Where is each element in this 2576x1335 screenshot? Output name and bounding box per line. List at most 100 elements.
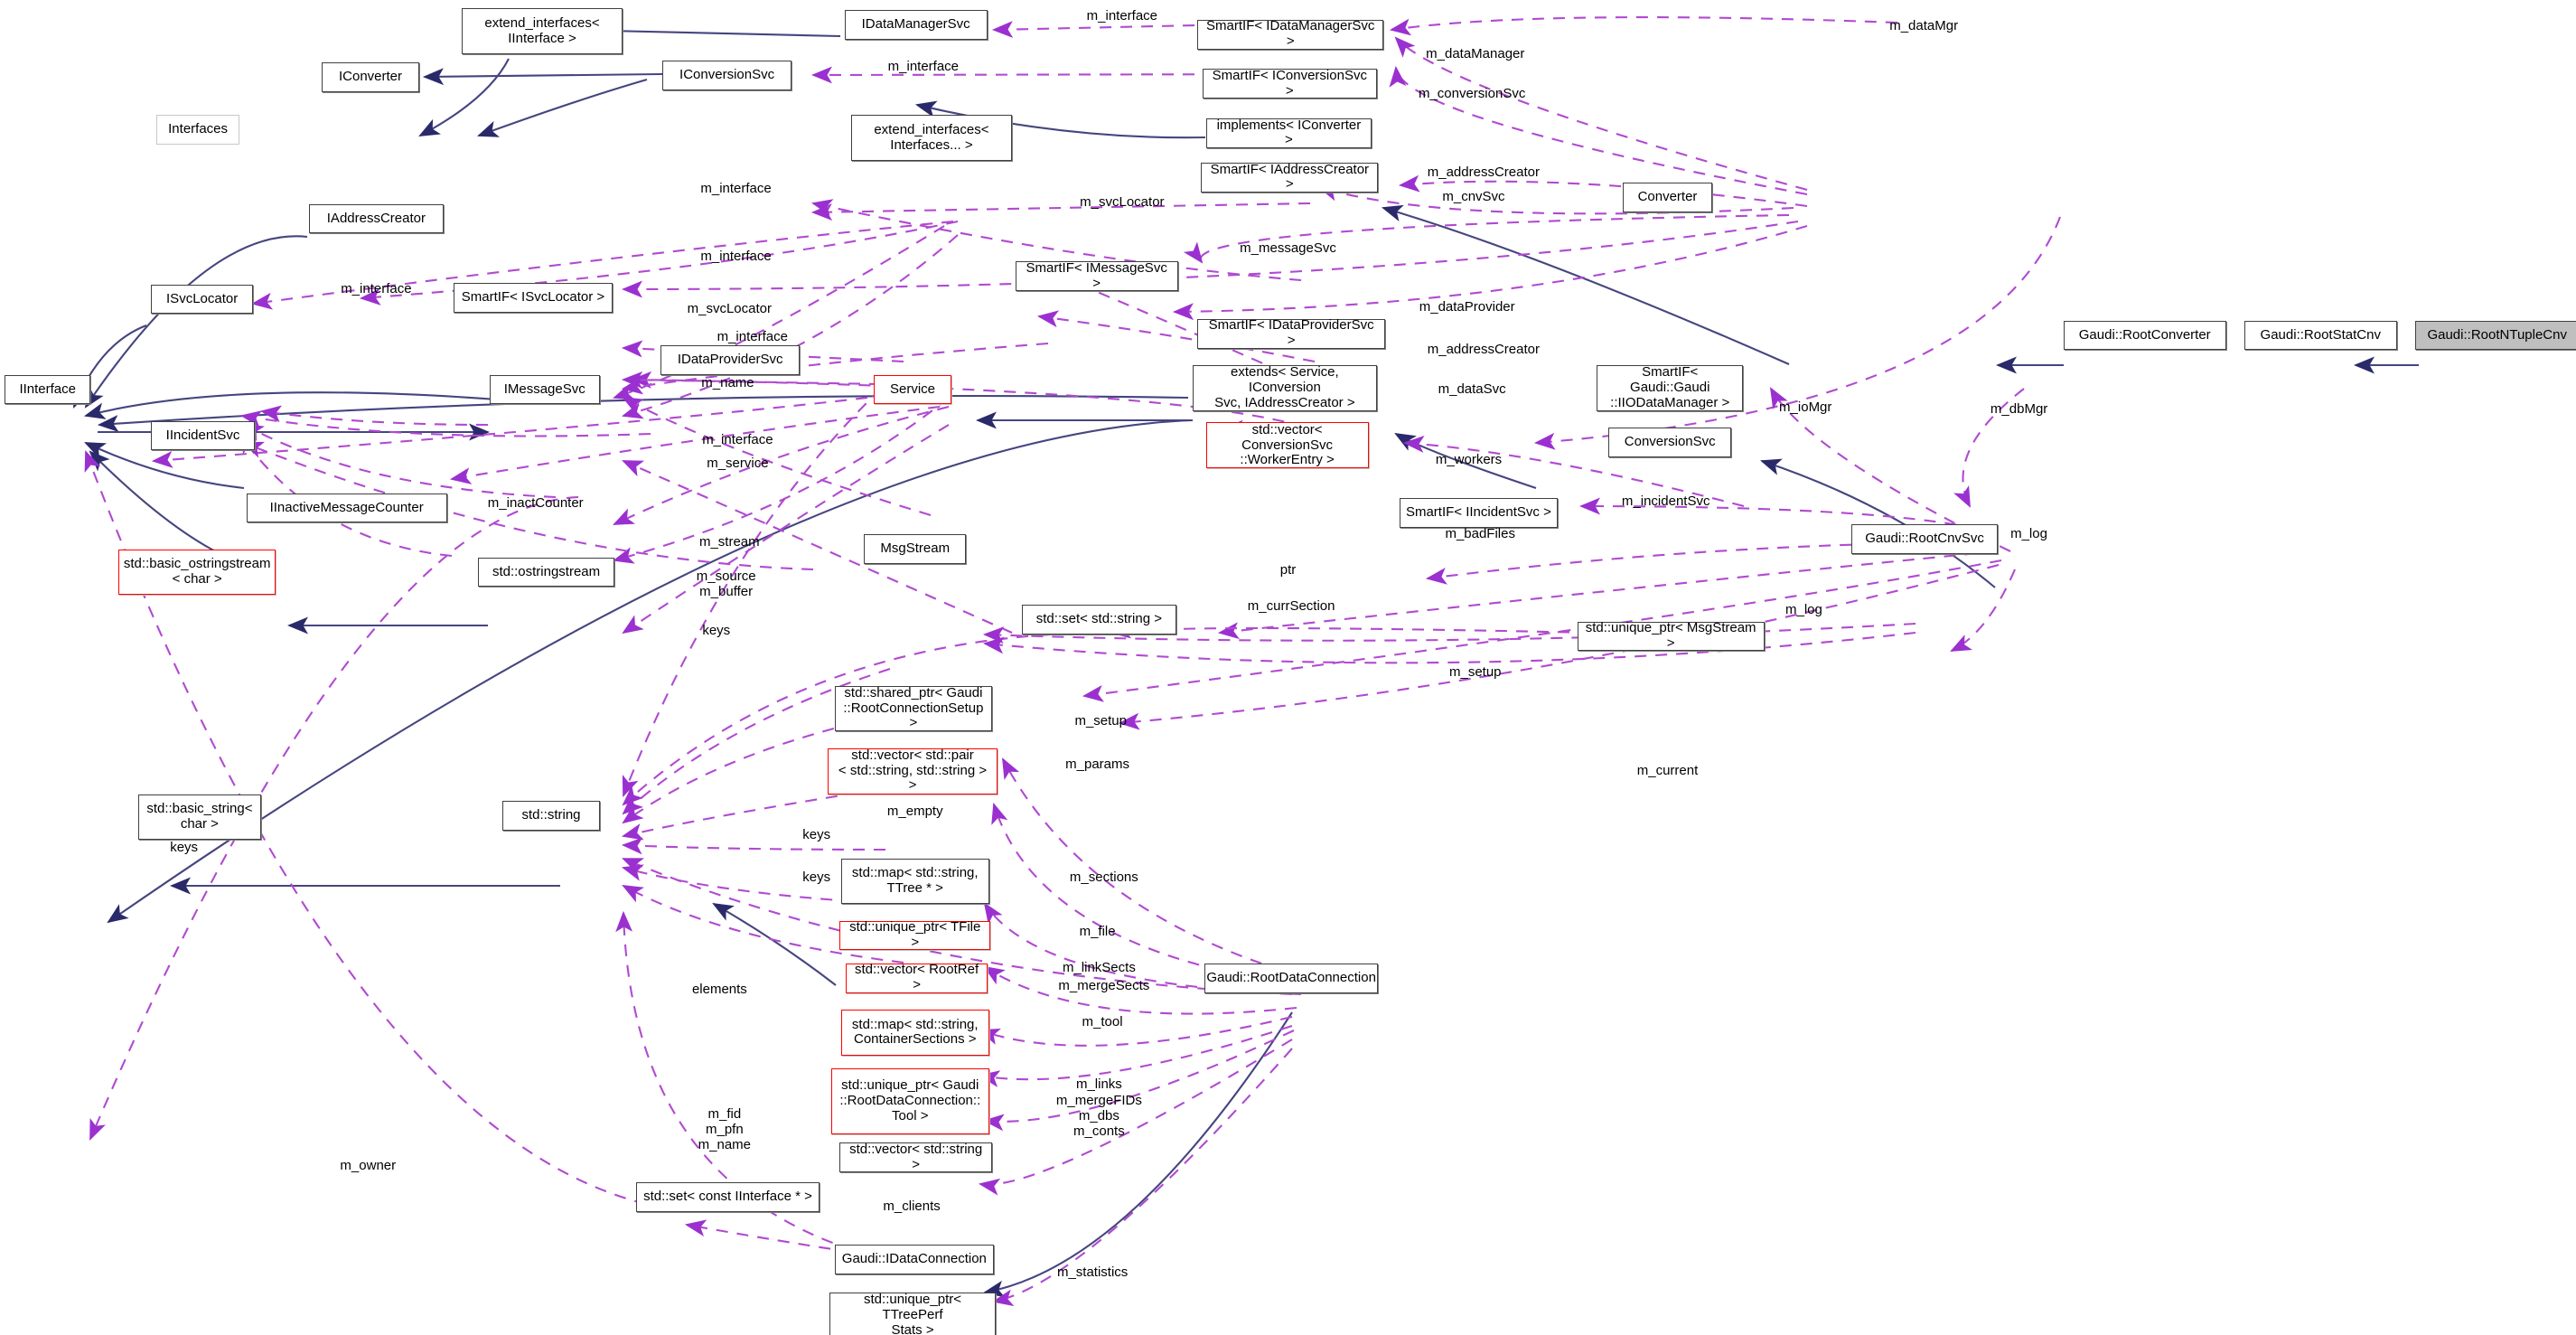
class-node-iconversionsvc[interactable]: IConversionSvc <box>661 61 792 91</box>
edge-label: m_svcLocator <box>1080 193 1165 210</box>
class-node-vector_workerentry[interactable]: std::vector< ConversionSvc ::WorkerEntry… <box>1205 422 1369 469</box>
edge-label: m_setup <box>1448 663 1502 680</box>
edge-label: keys <box>170 840 199 856</box>
edge-label: elements <box>691 981 747 997</box>
edge-label: m_interface <box>717 328 788 344</box>
edge-label: m_inactCounter <box>487 494 584 511</box>
class-node-shared_ptr_setup[interactable]: std::shared_ptr< Gaudi ::RootConnectionS… <box>834 685 993 732</box>
class-node-iinactivemessagecounter[interactable]: IInactiveMessageCounter <box>246 493 447 523</box>
edge-label: keys <box>802 826 831 842</box>
edge-label: m_interface <box>1086 8 1158 24</box>
class-node-extends_service[interactable]: extends< Service, IConversion Svc, IAddr… <box>1193 364 1377 411</box>
class-node-extend_interfaces[interactable]: extend_interfaces< Interfaces... > <box>850 115 1013 162</box>
edge-label: m_ioMgr <box>1779 400 1832 415</box>
class-node-iinterface[interactable]: IInterface <box>5 374 90 405</box>
class-node-smartif_iiodatamanager[interactable]: SmartIF< Gaudi::Gaudi ::IIODataManager > <box>1597 364 1744 411</box>
edge-label: m_mergeSects <box>1058 978 1150 994</box>
edge-label: m_empty <box>886 804 943 820</box>
class-node-smartif_iincidentsvc[interactable]: SmartIF< IIncidentSvc > <box>1400 498 1558 528</box>
class-node-smartif_idatamanagersvc[interactable]: SmartIF< IDataManagerSvc > <box>1197 19 1383 50</box>
class-node-unique_ptr_tfile[interactable]: std::unique_ptr< TFile > <box>839 919 991 951</box>
class-node-iaddresscreator[interactable]: IAddressCreator <box>308 203 444 234</box>
edge-label: m_dataProvider <box>1419 299 1515 315</box>
edge-label: m_setup <box>1074 713 1127 729</box>
edge-label: m_interface <box>702 432 773 448</box>
class-node-vector_rootref[interactable]: std::vector< RootRef > <box>846 963 988 993</box>
edge-label: m_dataManager <box>1426 45 1525 61</box>
edge-label: m_interface <box>887 59 960 75</box>
class-node-implements_iconverter[interactable]: implements< IConverter > <box>1205 118 1372 148</box>
edge-label: m_workers <box>1435 452 1503 468</box>
edge-label: m_links m_mergeFIDs m_dbs m_conts <box>1055 1076 1142 1139</box>
edge-label: m_badFiles <box>1445 526 1515 542</box>
class-node-std_string[interactable]: std::string <box>502 800 600 831</box>
class-node-gaudi_rootconverter[interactable]: Gaudi::RootConverter <box>2063 320 2226 351</box>
edge-label: m_cnvSvc <box>1442 189 1505 205</box>
class-node-gaudi_rootdataconnection[interactable]: Gaudi::RootDataConnection <box>1204 963 1379 993</box>
class-node-vector_pair_string[interactable]: std::vector< std::pair < std::string, st… <box>828 747 998 794</box>
edge-label: m_linkSects <box>1062 960 1136 976</box>
edge-label: m_log <box>1784 601 1822 617</box>
class-node-interfaces[interactable]: Interfaces <box>155 115 240 146</box>
class-node-ostringstream[interactable]: std::ostringstream <box>478 557 614 588</box>
class-node-smartif_idataprovidersvc[interactable]: SmartIF< IDataProviderSvc > <box>1197 318 1385 349</box>
edge-label: keys <box>702 623 731 639</box>
edge-label: m_conversionSvc <box>1418 85 1526 101</box>
class-node-gaudi_rootstatcnv[interactable]: Gaudi::RootStatCnv <box>2243 320 2397 351</box>
class-node-smartif_imessagesvc[interactable]: SmartIF< IMessageSvc > <box>1015 260 1178 291</box>
class-node-extend_iinterface[interactable]: extend_interfaces< IInterface > <box>461 8 623 55</box>
class-node-map_containersections[interactable]: std::map< std::string, ContainerSections… <box>840 1009 989 1056</box>
edge-label: m_incidentSvc <box>1621 493 1710 509</box>
edge-label: m_interface <box>700 248 772 264</box>
edge-label: m_sections <box>1069 870 1138 886</box>
class-node-smartif_isvclocator[interactable]: SmartIF< ISvcLocator > <box>453 282 614 313</box>
class-node-unique_ptr_ttreeperf[interactable]: std::unique_ptr< TTreePerf Stats > <box>829 1292 996 1335</box>
class-node-unique_ptr_tool[interactable]: std::unique_ptr< Gaudi ::RootDataConnect… <box>831 1068 989 1135</box>
class-node-converter[interactable]: Converter <box>1623 182 1712 212</box>
edge-label: m_dataMgr <box>1889 18 1959 33</box>
class-node-set_const_iinterface[interactable]: std::set< const IInterface * > <box>635 1181 820 1212</box>
class-node-iincidentsvc[interactable]: IIncidentSvc <box>151 420 255 451</box>
class-node-map_string_ttree[interactable]: std::map< std::string, TTree * > <box>840 858 989 905</box>
class-node-gaudi_idataconnection[interactable]: Gaudi::IDataConnection <box>834 1244 995 1274</box>
edge-label: m_name <box>701 374 754 390</box>
class-node-gaudi_rootcnvsvc[interactable]: Gaudi::RootCnvSvc <box>1851 524 1998 554</box>
edge-label: m_addressCreator <box>1427 342 1540 358</box>
class-node-conversionsvc[interactable]: ConversionSvc <box>1608 427 1732 457</box>
class-node-basic_string_char[interactable]: std::basic_string< char > <box>137 794 262 841</box>
edge-label: m_service <box>707 455 769 471</box>
edge-label: m_svcLocator <box>687 300 772 316</box>
edge-label: m_dataSvc <box>1438 381 1506 397</box>
edge-label: m_current <box>1636 763 1699 778</box>
edge-label: m_tool <box>1082 1014 1123 1030</box>
edge-label: m_messageSvc <box>1240 240 1336 256</box>
edge-label: keys <box>802 870 831 886</box>
class-node-isvclocator[interactable]: ISvcLocator <box>151 284 253 315</box>
edge-label: ptr <box>1279 562 1297 578</box>
edge-label: m_log <box>2010 526 2047 542</box>
class-node-set_string[interactable]: std::set< std::string > <box>1021 605 1176 635</box>
class-node-basic_ostringstream[interactable]: std::basic_ostringstream < char > <box>117 549 276 596</box>
edge-label: m_file <box>1079 924 1116 940</box>
class-node-smartif_iconversionsvc[interactable]: SmartIF< IConversionSvc > <box>1202 68 1377 99</box>
class-node-idatamanagersvc[interactable]: IDataManagerSvc <box>844 9 988 40</box>
class-node-gaudi_rootntuplecnv[interactable]: Gaudi::RootNTupleCnv <box>2414 320 2576 351</box>
class-node-smartif_iaddresscreator[interactable]: SmartIF< IAddressCreator > <box>1201 162 1379 193</box>
edge-label: m_stream <box>698 534 760 550</box>
class-node-iconverter[interactable]: IConverter <box>322 62 419 92</box>
class-node-unique_ptr_msgstream[interactable]: std::unique_ptr< MsgStream > <box>1577 620 1765 652</box>
class-node-vector_string[interactable]: std::vector< std::string > <box>839 1142 993 1172</box>
class-node-service[interactable]: Service <box>874 374 951 405</box>
class-node-imessagesvc[interactable]: IMessageSvc <box>489 374 600 405</box>
class-node-idataprovidersvc[interactable]: IDataProviderSvc <box>660 344 801 375</box>
edge-label: m_dbMgr <box>1990 400 2048 417</box>
edge-label: m_interface <box>700 181 772 197</box>
class-node-msgstream[interactable]: MsgStream <box>864 534 967 564</box>
edge-label: m_fid m_pfn m_name <box>698 1106 752 1153</box>
edge-label: m_currSection <box>1247 598 1335 615</box>
edge-label: m_interface <box>341 281 412 297</box>
edge-label: m_statistics <box>1056 1264 1129 1280</box>
edge-label: m_clients <box>883 1199 941 1215</box>
